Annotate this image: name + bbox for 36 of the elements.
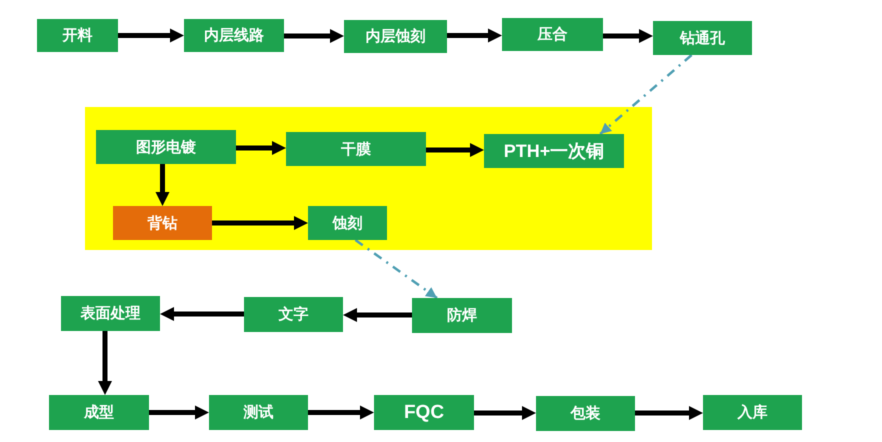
process-box: 包装	[536, 396, 635, 431]
process-box: 开料	[37, 19, 118, 52]
arrow	[343, 308, 412, 322]
arrow	[284, 29, 344, 43]
arrow	[118, 28, 184, 42]
arrow	[426, 143, 484, 157]
process-box: 测试	[209, 395, 308, 430]
process-box: 钻通孔	[653, 21, 752, 55]
arrow	[308, 406, 374, 420]
process-box: 图形电镀	[96, 130, 236, 164]
process-box: 防焊	[412, 298, 512, 333]
process-box: 蚀刻	[308, 206, 387, 240]
dash-dot-arrow	[354, 238, 438, 300]
arrow	[635, 406, 703, 420]
arrow	[474, 406, 536, 420]
process-box: 背钻	[113, 206, 212, 240]
arrow	[236, 141, 286, 155]
arrow	[212, 216, 308, 230]
process-box: PTH+一次铜	[484, 134, 624, 168]
arrow	[160, 307, 244, 321]
process-box: FQC	[374, 395, 474, 430]
dash-dot-arrow	[599, 54, 692, 135]
process-box: 干膜	[286, 132, 426, 166]
arrow	[156, 164, 170, 206]
process-box: 入库	[703, 395, 802, 430]
process-box: 内层线路	[184, 19, 284, 52]
highlight-panel	[85, 107, 652, 250]
arrow	[149, 406, 209, 420]
arrow	[98, 331, 112, 395]
process-box: 内层蚀刻	[344, 20, 447, 53]
process-box: 压合	[502, 18, 603, 51]
arrow	[447, 28, 502, 42]
process-box: 成型	[49, 395, 149, 430]
arrow	[603, 29, 653, 43]
process-box: 文字	[244, 297, 343, 332]
process-box: 表面处理	[61, 296, 160, 331]
